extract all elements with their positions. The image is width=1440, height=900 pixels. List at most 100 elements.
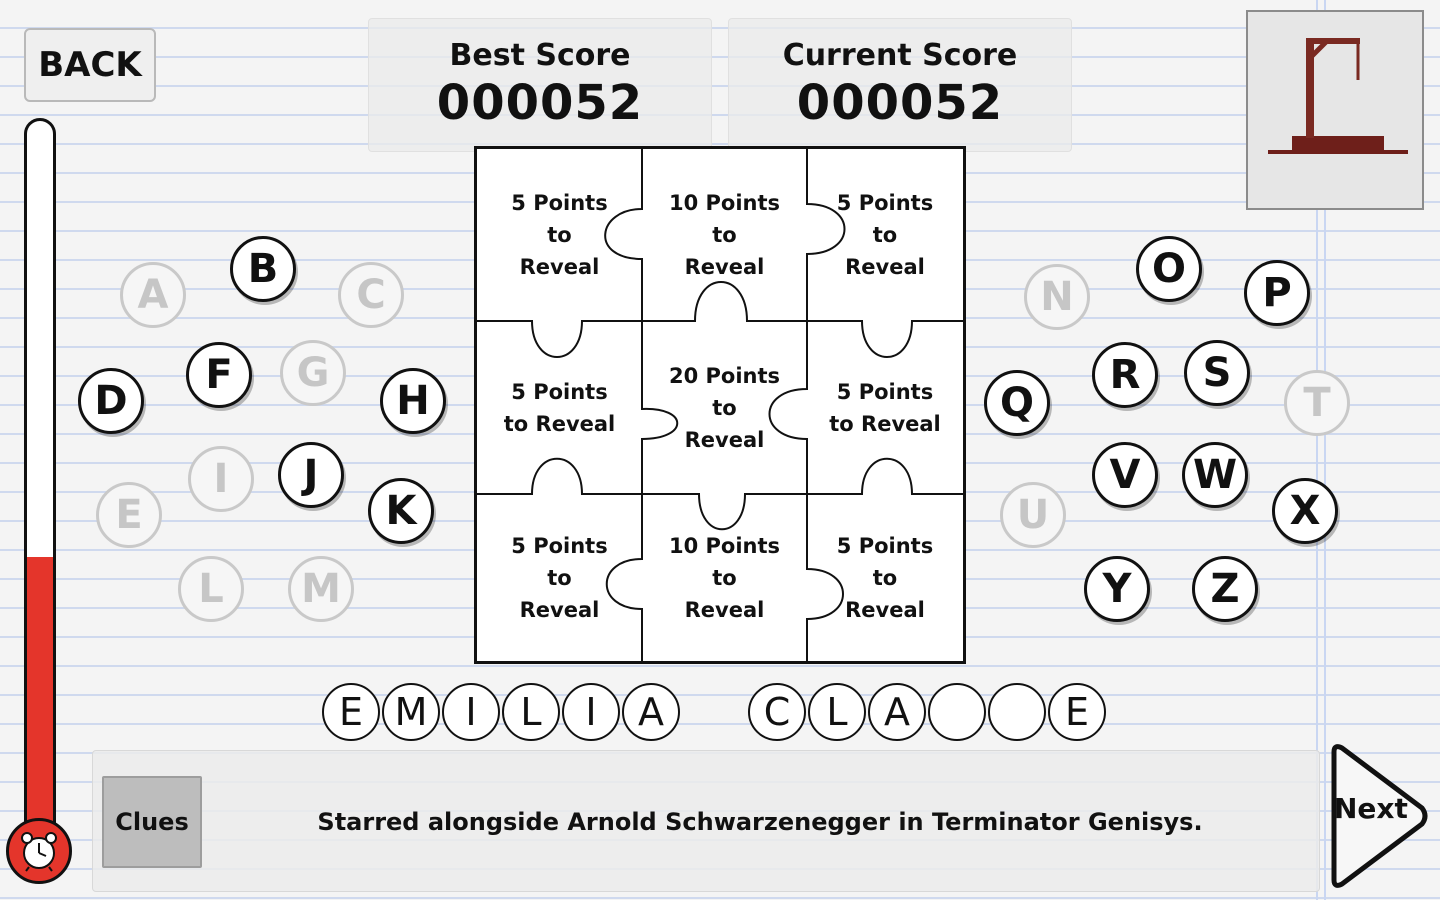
letter-button-e: E — [96, 482, 162, 548]
letter-button-m: M — [288, 556, 354, 622]
puzzle-piece-line: to Reveal — [829, 411, 941, 436]
answer-letter: I — [562, 683, 620, 741]
current-score-panel: Current Score 000052 — [728, 18, 1072, 152]
answer-letter: E — [322, 683, 380, 741]
puzzle-piece-line: to — [712, 223, 737, 247]
current-score-label: Current Score — [782, 38, 1018, 73]
current-score-value: 000052 — [796, 75, 1004, 131]
letter-button-w[interactable]: W — [1182, 442, 1248, 508]
answer-blank — [928, 683, 986, 741]
best-score-value: 000052 — [436, 75, 644, 131]
puzzle-piece-line: Reveal — [845, 255, 925, 279]
letter-button-i: I — [188, 446, 254, 512]
puzzle-piece-line: to — [872, 223, 898, 247]
letter-button-p[interactable]: P — [1244, 260, 1310, 326]
letter-button-a: A — [120, 262, 186, 328]
letter-button-g: G — [280, 340, 346, 406]
back-button[interactable]: BACK — [24, 28, 156, 102]
puzzle-piece-line: to — [547, 223, 572, 247]
letter-button-q[interactable]: Q — [984, 370, 1050, 436]
letter-button-o[interactable]: O — [1136, 236, 1202, 302]
letter-button-j[interactable]: J — [278, 442, 344, 508]
next-label: Next — [1334, 792, 1408, 825]
letter-button-c: C — [338, 262, 404, 328]
puzzle-piece-line: 5 Points — [836, 533, 934, 558]
letter-button-x[interactable]: X — [1272, 478, 1338, 544]
letter-button-u: U — [1000, 482, 1066, 548]
answer-letter: L — [502, 683, 560, 741]
next-button[interactable] — [1326, 742, 1430, 890]
letter-button-h[interactable]: H — [380, 368, 446, 434]
letter-button-l: L — [178, 556, 244, 622]
puzzle-piece-line: to — [872, 565, 898, 590]
puzzle-piece-line: 5 Points — [511, 379, 608, 404]
best-score-label: Best Score — [449, 38, 631, 73]
clue-panel — [92, 750, 1320, 892]
answer-letter: I — [442, 683, 500, 741]
gallows-icon — [1268, 38, 1408, 154]
puzzle-piece-line: 10 Points — [668, 191, 781, 215]
puzzle-piece-label: 5 Points to Reveal — [829, 376, 941, 440]
alarm-clock-icon — [6, 818, 72, 884]
puzzle-piece-line: Reveal — [684, 597, 765, 622]
puzzle-piece-line: 10 Points — [668, 533, 781, 558]
letter-button-v[interactable]: V — [1092, 442, 1158, 508]
answer-letter: A — [622, 683, 680, 741]
answer-letter: A — [868, 683, 926, 741]
hangman-drawing — [1246, 10, 1424, 210]
answer-letter: L — [808, 683, 866, 741]
puzzle-piece-line: Reveal — [519, 255, 600, 279]
puzzle-piece-line: to Reveal — [503, 411, 616, 436]
letter-button-z[interactable]: Z — [1192, 556, 1258, 622]
answer-letter: C — [748, 683, 806, 741]
puzzle-piece-line: 5 Points — [511, 191, 608, 215]
puzzle-outline — [477, 149, 963, 661]
clues-button[interactable]: Clues — [102, 776, 202, 868]
puzzle-piece-line: 20 Points — [668, 363, 781, 388]
puzzle-piece-line: 5 Points — [836, 191, 934, 215]
puzzle-piece-line: Reveal — [684, 427, 765, 452]
puzzle-piece-line: Reveal — [845, 597, 925, 622]
puzzle-piece-line: 5 Points — [511, 533, 608, 558]
letter-button-d[interactable]: D — [78, 368, 144, 434]
timer-fill — [27, 556, 53, 835]
letter-button-n: N — [1024, 264, 1090, 330]
answer-blank — [988, 683, 1046, 741]
letter-button-y[interactable]: Y — [1084, 556, 1150, 622]
letter-button-r[interactable]: R — [1092, 342, 1158, 408]
puzzle-piece-line: to — [547, 565, 572, 590]
puzzle-piece-4[interactable]: 5 Points to Reveal — [477, 321, 642, 494]
best-score-panel: Best Score 000052 — [368, 18, 712, 152]
letter-button-k[interactable]: K — [368, 478, 434, 544]
letter-button-b[interactable]: B — [230, 236, 296, 302]
letter-button-f[interactable]: F — [186, 342, 252, 408]
letter-button-s[interactable]: S — [1184, 340, 1250, 406]
puzzle-piece-label: 5 Points to Reveal — [504, 376, 616, 440]
answer-letter: M — [382, 683, 440, 741]
answer-letter: E — [1048, 683, 1106, 741]
clue-text: Starred alongside Arnold Schwarzenegger … — [317, 808, 1203, 836]
puzzle-piece-line: to — [712, 395, 737, 420]
puzzle-piece-line: Reveal — [684, 255, 765, 279]
timer-thermometer — [24, 118, 56, 838]
letter-button-t: T — [1284, 370, 1350, 436]
puzzle-piece-line: Reveal — [519, 597, 600, 622]
puzzle-piece-line: to — [712, 565, 737, 590]
puzzle-piece-line: 5 Points — [836, 379, 934, 404]
puzzle-piece-6[interactable]: 5 Points to Reveal — [807, 321, 963, 494]
